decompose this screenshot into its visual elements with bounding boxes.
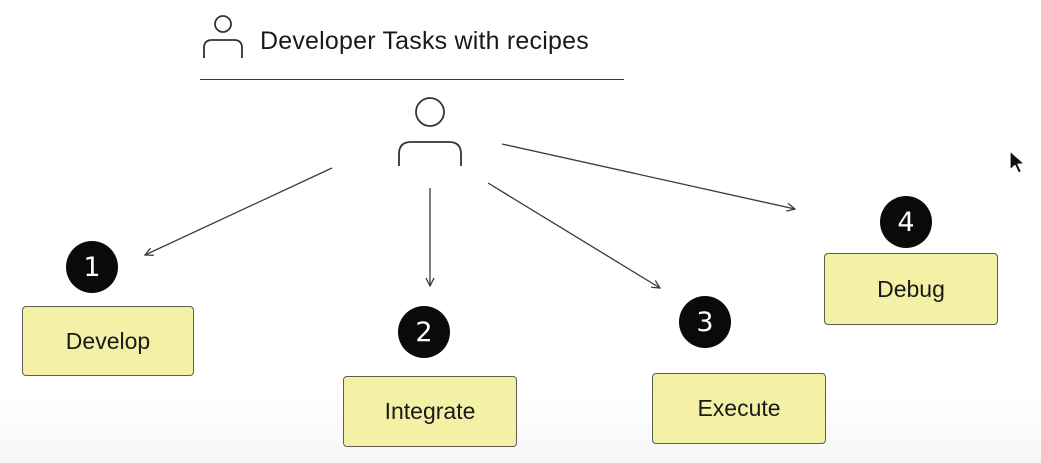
title-divider xyxy=(200,79,624,80)
task-integrate: Integrate xyxy=(343,376,517,447)
diagram-title: Developer Tasks with recipes xyxy=(260,27,589,55)
arrow-to-debug xyxy=(501,143,795,209)
task-label: Debug xyxy=(877,275,945,302)
background-fade xyxy=(0,393,1041,463)
step-badge-3: 3 xyxy=(679,296,731,348)
step-badge-2: 2 xyxy=(398,306,450,358)
step-badge-4: 4 xyxy=(880,196,932,248)
arrow-to-execute xyxy=(487,182,660,288)
step-badge-1: 1 xyxy=(66,241,118,293)
task-develop: Develop xyxy=(22,306,194,376)
task-label: Develop xyxy=(65,327,151,354)
task-label: Integrate xyxy=(384,398,476,424)
mouse-cursor-icon xyxy=(1009,150,1026,174)
person-icon xyxy=(203,15,243,58)
arrow-to-develop xyxy=(145,167,333,255)
task-label: Execute xyxy=(697,395,781,421)
task-debug: Debug xyxy=(824,253,998,325)
developer-person-icon xyxy=(398,97,462,166)
task-execute: Execute xyxy=(652,373,826,444)
